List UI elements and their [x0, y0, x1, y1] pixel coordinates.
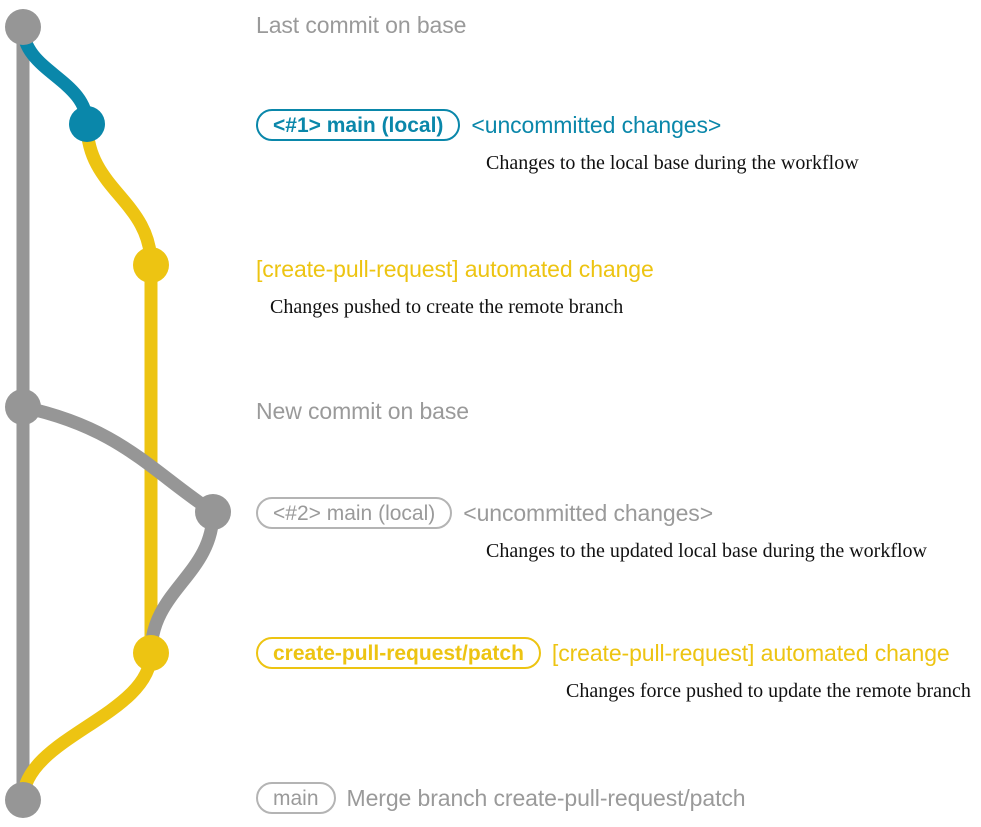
commit-headline-new-commit-on-base: New commit on base: [256, 397, 469, 424]
ref-pill-local-changes-2[interactable]: <#2> main (local): [256, 497, 453, 529]
commit-headline-last-commit-on-base: Last commit on base: [256, 11, 467, 38]
commit-headline-row: main Merge branch create-pull-request/pat…: [256, 781, 746, 815]
commit-headline-row: [create-pull-request] automated change: [256, 252, 654, 286]
commit-headline-row: New commit on base: [256, 394, 469, 428]
commit-description-remote-branch-created: Changes pushed to create the remote bran…: [270, 296, 624, 318]
commit-headline-row: <#2> main (local) <uncommitted changes>: [256, 496, 927, 530]
ref-pill-local-changes-1[interactable]: <#1> main (local): [256, 109, 461, 141]
commit-entry-local-changes-1: <#1> main (local) <uncommitted changes> Ch…: [256, 108, 859, 173]
commit-entry-merge-commit: main Merge branch create-pull-request/pat…: [256, 781, 746, 815]
commit-headline-row: <#1> main (local) <uncommitted changes>: [256, 108, 859, 142]
commit-entry-last-commit-on-base: Last commit on base: [256, 8, 466, 42]
commit-description-remote-branch-updated: Changes force pushed to update the remot…: [566, 680, 971, 702]
commit-entry-new-commit-on-base: New commit on base: [256, 394, 469, 428]
commit-headline-local-changes-1: <uncommitted changes>: [471, 111, 722, 138]
commit-headline-merge-commit: Merge branch create-pull-request/patch: [346, 784, 746, 811]
commit-entry-local-changes-2: <#2> main (local) <uncommitted changes> Ch…: [256, 496, 927, 561]
commit-description-local-changes-1: Changes to the local base during the wor…: [486, 152, 859, 174]
commit-description-local-changes-2: Changes to the updated local base during…: [486, 540, 927, 562]
commit-headline-row: create-pull-request/patch [create-pull-re…: [256, 636, 971, 670]
commit-headline-remote-branch-updated: [create-pull-request] automated change: [551, 639, 950, 666]
commit-headline-remote-branch-created: [create-pull-request] automated change: [256, 255, 654, 282]
commit-entry-remote-branch-updated: create-pull-request/patch [create-pull-re…: [256, 636, 971, 701]
commit-headline-row: Last commit on base: [256, 8, 466, 42]
ref-pill-merge-commit[interactable]: main: [256, 782, 336, 814]
commit-headline-local-changes-2: <uncommitted changes>: [463, 499, 714, 526]
ref-pill-remote-branch-updated[interactable]: create-pull-request/patch: [256, 637, 541, 669]
